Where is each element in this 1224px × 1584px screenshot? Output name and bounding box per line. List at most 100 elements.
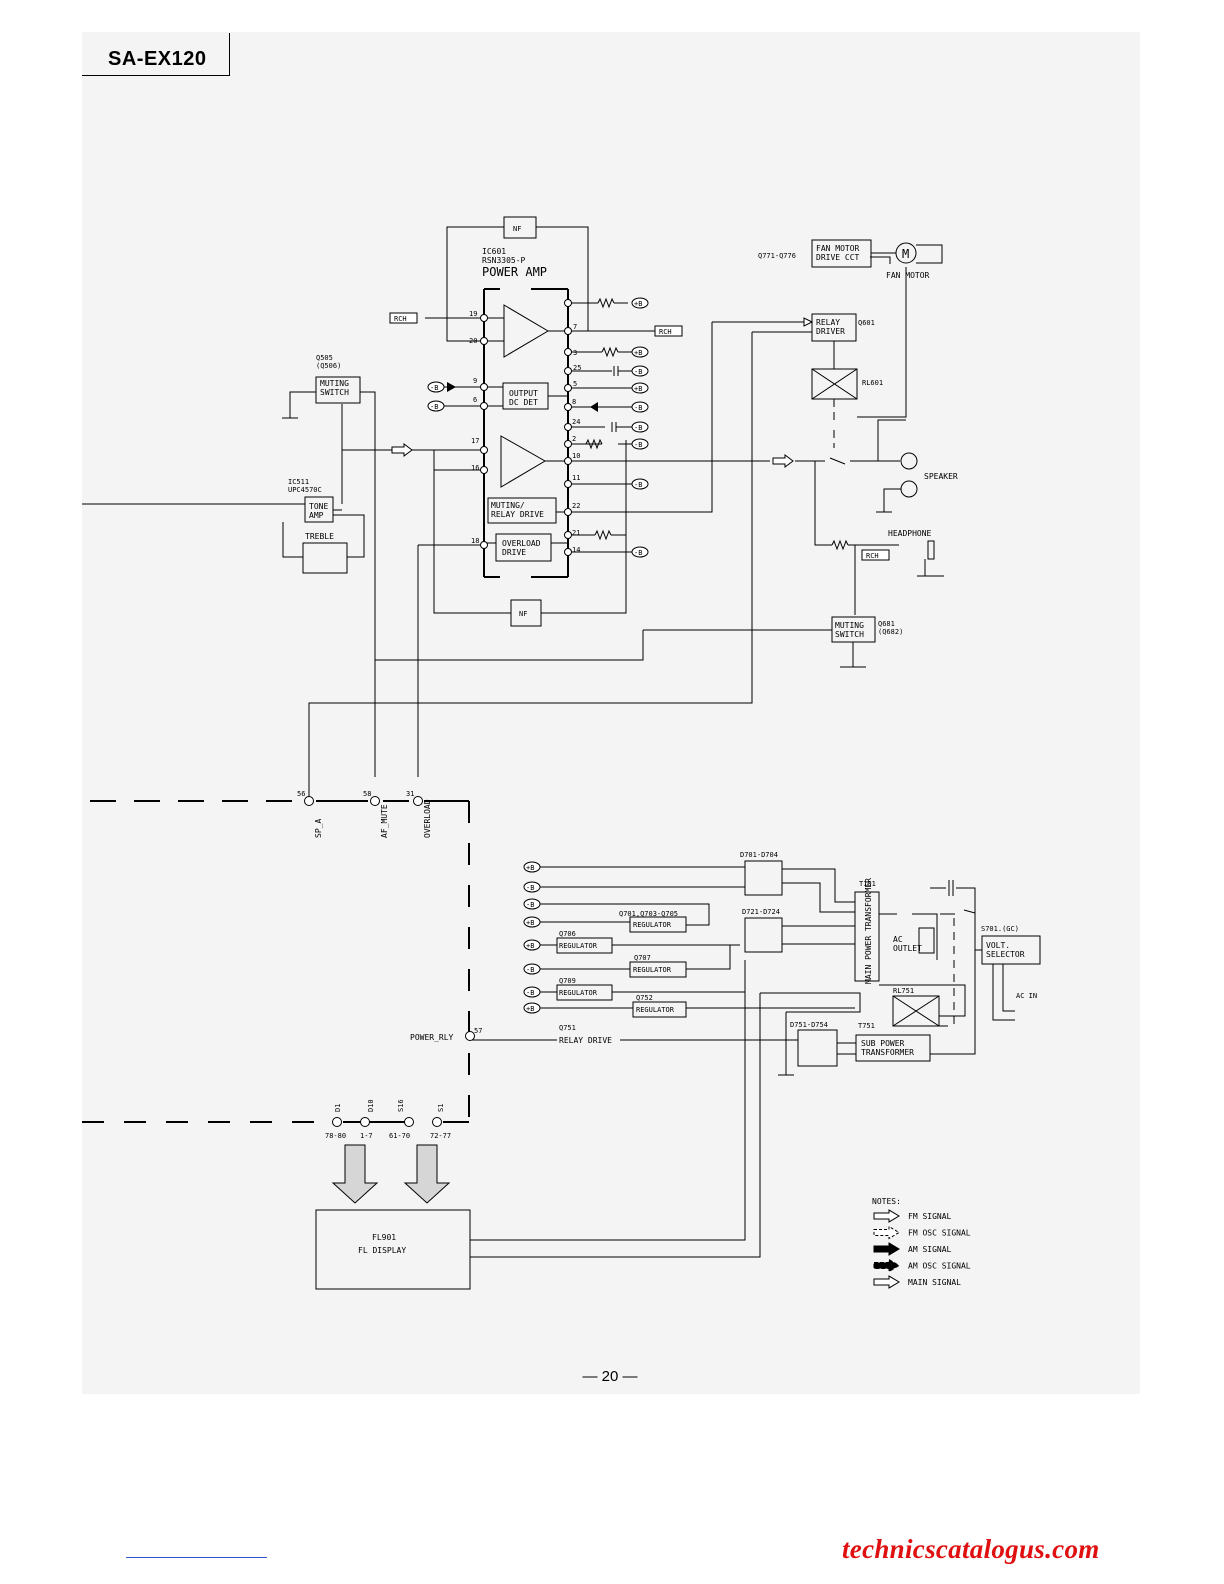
overload-drive-box [495, 533, 552, 562]
schematic-sheet [82, 32, 1140, 1394]
muting-relay-drive-label: MUTING/ [491, 501, 525, 510]
ic-pin [480, 446, 488, 454]
pin-2: 2 [572, 435, 576, 443]
volt-selector-label: VOLT. [986, 941, 1010, 950]
ic601-part: RSN3305-P [482, 256, 526, 265]
ic-pin [564, 457, 572, 465]
pin-16: 16 [471, 464, 479, 472]
watermark-link[interactable]: technicscatalogus.com [842, 1534, 1100, 1564]
muting-switch-left-label: SWITCH [320, 388, 349, 397]
fan-motor-drive-label: DRIVE CCT [816, 253, 860, 262]
legend-symbol-3 [873, 1258, 900, 1273]
rail-marker [631, 346, 649, 358]
pin-17: 17 [471, 437, 479, 445]
regulator-label-1: REGULATOR [559, 942, 598, 950]
rail-label-18: +B [526, 1005, 534, 1013]
pin-3: 3 [573, 349, 577, 357]
rail-marker [523, 986, 541, 998]
overload-drive-label: OVERLOAD [502, 539, 541, 548]
grid-label-S16: S16 [397, 1099, 405, 1112]
rail-marker [631, 401, 649, 413]
pin-11: 11 [572, 474, 580, 482]
main-signal-arrow-0 [391, 443, 413, 457]
q601-ref: Q601 [858, 319, 875, 327]
pin-8: 8 [572, 398, 576, 406]
fl901-label: FL901 [372, 1233, 396, 1242]
rail-marker [523, 861, 541, 873]
regulator-label-2: REGULATOR [633, 966, 672, 974]
tone-amp-label: AMP [309, 511, 324, 520]
connector-pin-num-56: 56 [297, 790, 305, 798]
q752-ref: Q752 [636, 994, 653, 1002]
rail-marker [631, 365, 649, 377]
rl751-box [892, 995, 940, 1027]
rail-marker [523, 963, 541, 975]
rail-label-15: +B [526, 942, 534, 950]
regulator-label-3: REGULATOR [559, 989, 598, 997]
ic-pin [480, 541, 488, 549]
fl-grid-arrow-1 [403, 1144, 451, 1204]
title-rule-vertical [229, 33, 230, 76]
d721-bridge [744, 917, 783, 953]
connector-signal-OVERLOAD: OVERLOAD [423, 799, 432, 838]
ic-pin [564, 348, 572, 356]
pin-24: 24 [572, 418, 580, 426]
legend-symbol-4 [873, 1275, 900, 1289]
rail-label-5: -B [634, 424, 642, 432]
q701-ref: Q701,Q703-Q705 [619, 910, 678, 918]
grid-pin [332, 1117, 342, 1127]
ac-outlet-label: AC [893, 935, 903, 944]
pin-19: 19 [469, 310, 477, 318]
grid-pin [360, 1117, 370, 1127]
rail-marker [631, 478, 649, 490]
output-dc-det-label: DC DET [509, 398, 538, 407]
sub-power-transformer-box [855, 1034, 931, 1062]
rail-marker [523, 939, 541, 951]
ac-in-label: AC IN [1016, 992, 1037, 1000]
rail-label-13: -B [526, 901, 534, 909]
rail-label-2: -B [634, 368, 642, 376]
legend-symbol-2 [873, 1242, 900, 1256]
muting-relay-drive-label: RELAY DRIVE [491, 510, 544, 519]
footer-link-rule [126, 1557, 267, 1558]
rail-label-11: +B [526, 864, 534, 872]
pin-10: 10 [572, 452, 580, 460]
pin-5: 5 [573, 380, 577, 388]
legend-item: MAIN SIGNAL [908, 1278, 961, 1287]
grid-pin [432, 1117, 442, 1127]
d751-bridge [797, 1029, 838, 1067]
ic511-ref: UPC4570C [288, 486, 322, 494]
output-dc-det-label: OUTPUT [509, 389, 538, 398]
ic-pin [480, 402, 488, 410]
q709-ref: Q709 [559, 977, 576, 985]
ic-pin [564, 403, 572, 411]
connector-pin-57 [465, 1031, 475, 1041]
rch-output-tag-label: RCH [659, 328, 672, 336]
s701-ref: S701.(GC) [981, 925, 1019, 933]
ic511-ref: IC511 [288, 478, 309, 486]
volt-selector-label: SELECTOR [986, 950, 1025, 959]
rail-label-10: -B [430, 403, 438, 411]
connector-pin-num-57: 57 [474, 1027, 482, 1035]
connector-signal-SP_A: SP_A [314, 819, 323, 838]
fl-display-box [315, 1209, 471, 1290]
ic-pin [564, 531, 572, 539]
pin-25: 25 [573, 364, 581, 372]
q706-ref: Q706 [559, 930, 576, 938]
ic-pin [564, 508, 572, 516]
legend-item: FM SIGNAL [908, 1212, 952, 1221]
rail-marker [631, 421, 649, 433]
legend-item: AM OSC SIGNAL [908, 1262, 971, 1271]
rch-headphone-tag [861, 549, 890, 561]
rail-label-12: -B [526, 884, 534, 892]
headphone-label: HEADPHONE [888, 529, 932, 538]
pin-22: 22 [572, 502, 580, 510]
fl-display-label: FL DISPLAY [358, 1246, 406, 1255]
main-power-transformer-box [854, 891, 880, 982]
relay-driver-label: RELAY [816, 318, 840, 327]
rail-label-6: -B [634, 441, 642, 449]
main-power-transformer-label: MAIN POWER TRANSFORMER [864, 878, 873, 984]
rail-marker [427, 400, 445, 412]
